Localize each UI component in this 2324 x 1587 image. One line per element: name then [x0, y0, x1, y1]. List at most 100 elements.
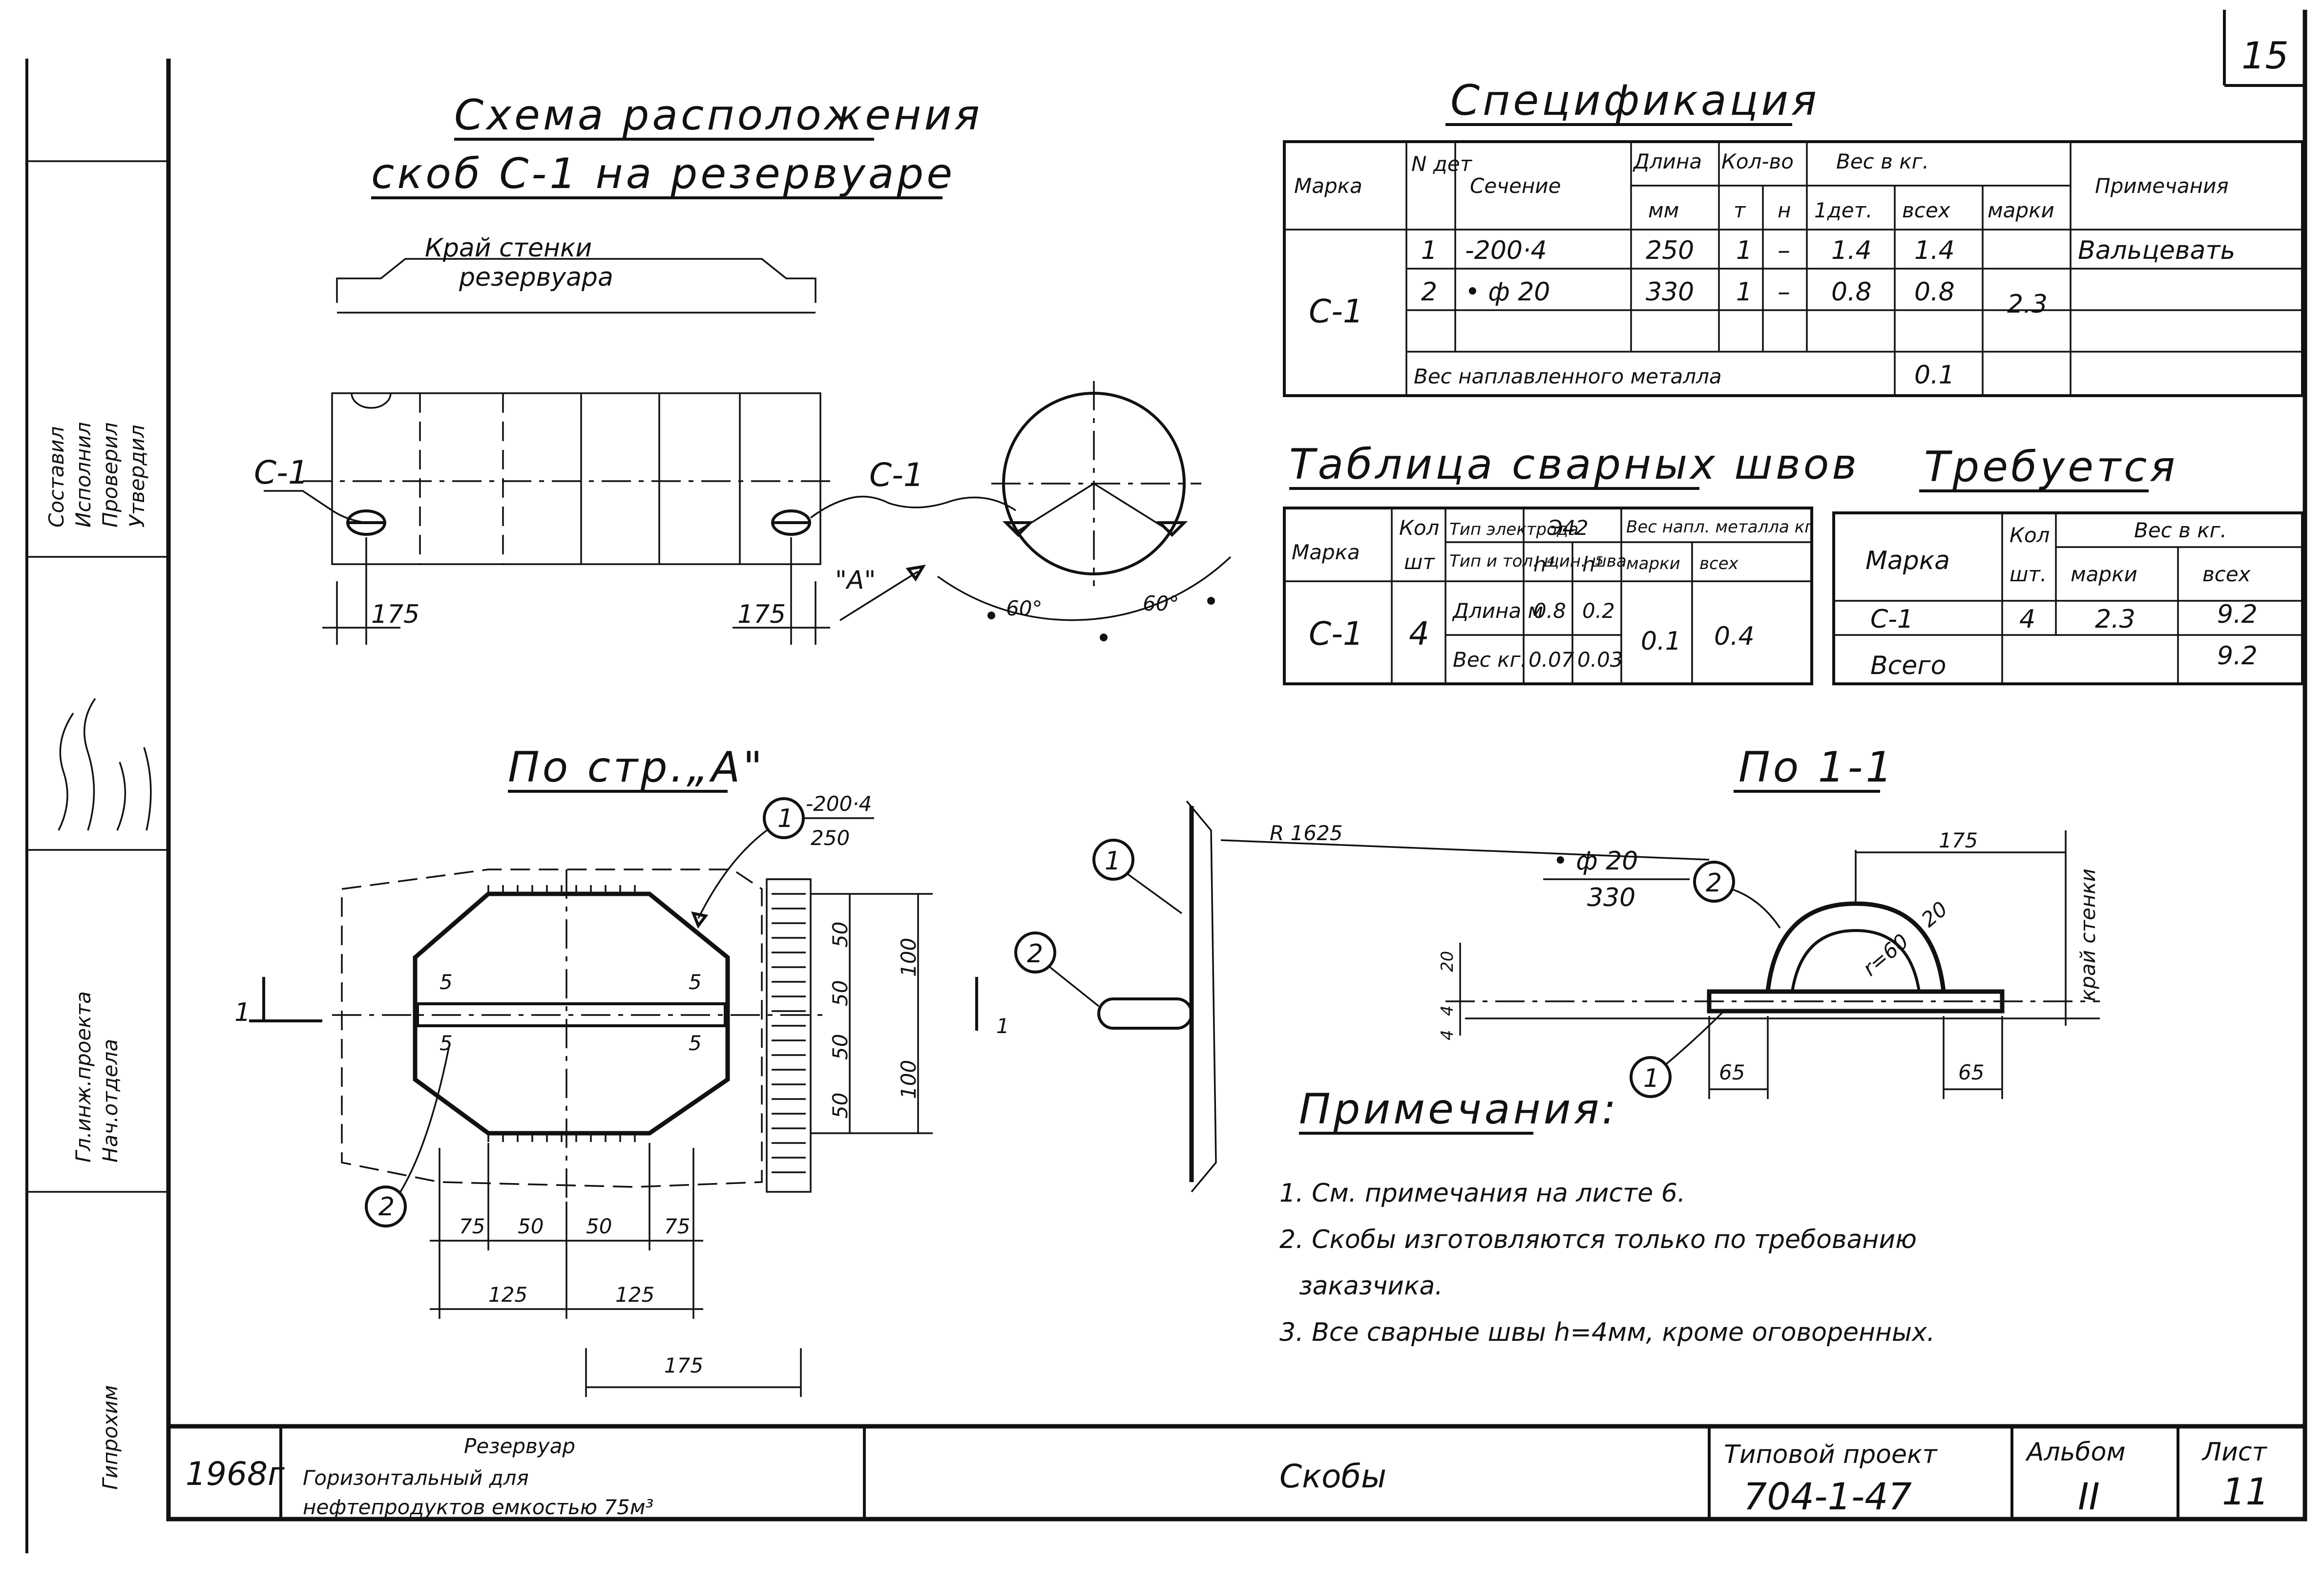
weld-length-h5: 0.2: [1582, 599, 1615, 623]
weld-mark-3: 5: [440, 1031, 453, 1055]
spec-h-qty-n: н: [1778, 198, 1791, 222]
side-callout-2: [1014, 931, 1056, 973]
weld-h-qty: Кол: [1399, 516, 1439, 540]
spec-row1-n: –: [1778, 236, 1790, 265]
req-row-qty: 4: [2019, 605, 2035, 634]
sheet-frame: [25, 10, 2307, 1553]
weld-mark-2: 5: [689, 970, 702, 994]
req-row-all: 9.2: [2217, 600, 2258, 629]
req-h-qty-unit: шт.: [2010, 562, 2047, 586]
dim-h-75-2: 75: [664, 1214, 690, 1238]
spec-row1-section: -200·4: [1465, 236, 1547, 265]
weld-table: Таблица сварных швов Марка Кол шт Тип эл…: [1283, 440, 1857, 685]
note-3: 3. Все сварные швы h=4мм, кроме оговорен…: [1279, 1318, 1935, 1347]
side-rod: [1097, 997, 1193, 1030]
spec-h-mark: Марка: [1294, 174, 1362, 198]
margin-signatures: Составил Исполнил Проверил Утвердил Гл.и…: [44, 422, 152, 1490]
tb-album-no: II: [2078, 1475, 2100, 1518]
margin-label-b: Исполнил: [71, 422, 95, 528]
weld-h-mark: Марка: [1292, 540, 1360, 564]
weld-length-label: Длина м: [1452, 599, 1543, 623]
weld-per-mark: 0.1: [1641, 627, 1681, 656]
weld-h-h4: h⁴: [1533, 552, 1555, 576]
req-row-per-mark: 2.3: [2095, 605, 2136, 634]
tb-year: 1968г: [186, 1455, 285, 1493]
section-callout-2: [1693, 861, 1735, 903]
spec-row2-length: 330: [1646, 277, 1694, 307]
spec-row1-length: 250: [1646, 236, 1694, 265]
section-mark-left: 1: [234, 998, 251, 1027]
weld-mark-4: 5: [689, 1031, 702, 1055]
tank-edge-outline: [336, 258, 817, 303]
spec-h-note: Примечания: [2095, 174, 2229, 198]
tank-edge-label-2: резервуара: [459, 263, 613, 292]
spec-row1-note: Вальцевать: [2078, 236, 2235, 265]
dim-v-100-2: 100: [897, 1060, 921, 1099]
section-dim-4b: 4: [1438, 1005, 1457, 1016]
tank-edge-label-1: Край стенки: [425, 233, 592, 263]
section-edge-label: край стенки: [2076, 868, 2100, 1001]
dim-bottom-175: 175: [664, 1354, 703, 1377]
section-callout-1-num: 1: [1643, 1064, 1659, 1093]
margin-label-a: Составил: [44, 426, 68, 528]
margin-label-d: Утвердил: [125, 425, 149, 528]
weld-qty: 4: [1409, 615, 1429, 653]
spec-h-no: N дет: [1411, 152, 1473, 176]
dim-right-175: 175: [737, 600, 786, 629]
callout-2-circle: [365, 1185, 407, 1227]
spec-row1-no: 1: [1421, 236, 1437, 265]
margin-label-e: Гл.инж.проекта: [71, 991, 95, 1163]
view-a-plate-outline: [341, 868, 763, 1188]
callout-1-top: -200·4: [806, 792, 872, 816]
req-total-label: Всего: [1870, 651, 1946, 680]
weld-length-h4: 0.8: [1533, 599, 1566, 623]
view-a-reference: "А": [835, 566, 876, 595]
req-row-mark: С-1: [1870, 605, 1913, 634]
dim-v-50-3: 50: [828, 1034, 852, 1060]
angle-left: 60°: [1006, 596, 1042, 620]
spec-mark-weight: 2.3: [2007, 290, 2048, 319]
spec-row2-w1: 0.8: [1831, 277, 1872, 307]
dim-v-50-1: 50: [828, 922, 852, 948]
dim-v-50-4: 50: [828, 1093, 852, 1119]
tb-desc-2: Горизонтальный для: [303, 1466, 529, 1490]
req-h-weight: Вес в кг.: [2134, 518, 2227, 542]
spec-row2-n: –: [1778, 277, 1790, 307]
sheet-number-box: 15: [2223, 10, 2305, 87]
side-view: 1 2 R 1625: [1014, 800, 1710, 1193]
section-d20: 20: [1917, 897, 1952, 932]
weld-weight-h4: 0.07: [1528, 648, 1574, 672]
weld-mark: С-1: [1309, 615, 1363, 653]
spec-h-w-mark: марки: [1988, 198, 2054, 222]
spec-title: Спецификация: [1450, 76, 1820, 125]
notes-title: Примечания:: [1299, 1085, 1619, 1134]
dim-h-125-2: 125: [615, 1283, 654, 1307]
weld-all: 0.4: [1714, 622, 1755, 651]
view-a-rod: [416, 1002, 727, 1027]
weld-weight-h5: 0.03: [1577, 648, 1623, 672]
note-2-cont: заказчика.: [1299, 1271, 1443, 1301]
layout-title-line2: скоб С-1 на резервуаре: [371, 149, 955, 198]
section-1-1: По 1-1 r=60 20 • ф 20 330 2 1 175 край с…: [1438, 743, 2100, 1099]
weld-h-per-mark: марки: [1626, 554, 1680, 573]
view-a-side-strip: [766, 878, 812, 1193]
specification-table: Спецификация Марка N дет Сечение Длина м…: [1283, 76, 2304, 397]
note-1: 1. См. примечания на листе 6.: [1279, 1179, 1685, 1208]
spec-row1-t: 1: [1736, 236, 1752, 265]
margin-signature-scribbles: [58, 698, 152, 831]
margin-label-f: Нач.отдела: [98, 1039, 122, 1163]
req-h-qty: Кол: [2010, 523, 2050, 547]
bracket-left-label: С-1: [254, 454, 309, 491]
section-dim-4a: 4: [1438, 1030, 1457, 1040]
spec-row2-t: 1: [1736, 277, 1752, 307]
tb-sheet-no: 11: [2222, 1470, 2269, 1513]
tb-project-no: 704-1-47: [1743, 1475, 1912, 1518]
weld-h-h5: h⁵: [1582, 552, 1603, 576]
angle-right: 60°: [1143, 592, 1179, 615]
weld-weight-label: Вес кг.: [1453, 648, 1527, 672]
section-rod-arc: [1709, 901, 2002, 994]
view-a-octagon-plate: [413, 891, 730, 1136]
weld-h-all: всех: [1699, 554, 1739, 573]
weld-mark-1: 5: [440, 970, 453, 994]
tb-name: Скобы: [1279, 1458, 1386, 1495]
